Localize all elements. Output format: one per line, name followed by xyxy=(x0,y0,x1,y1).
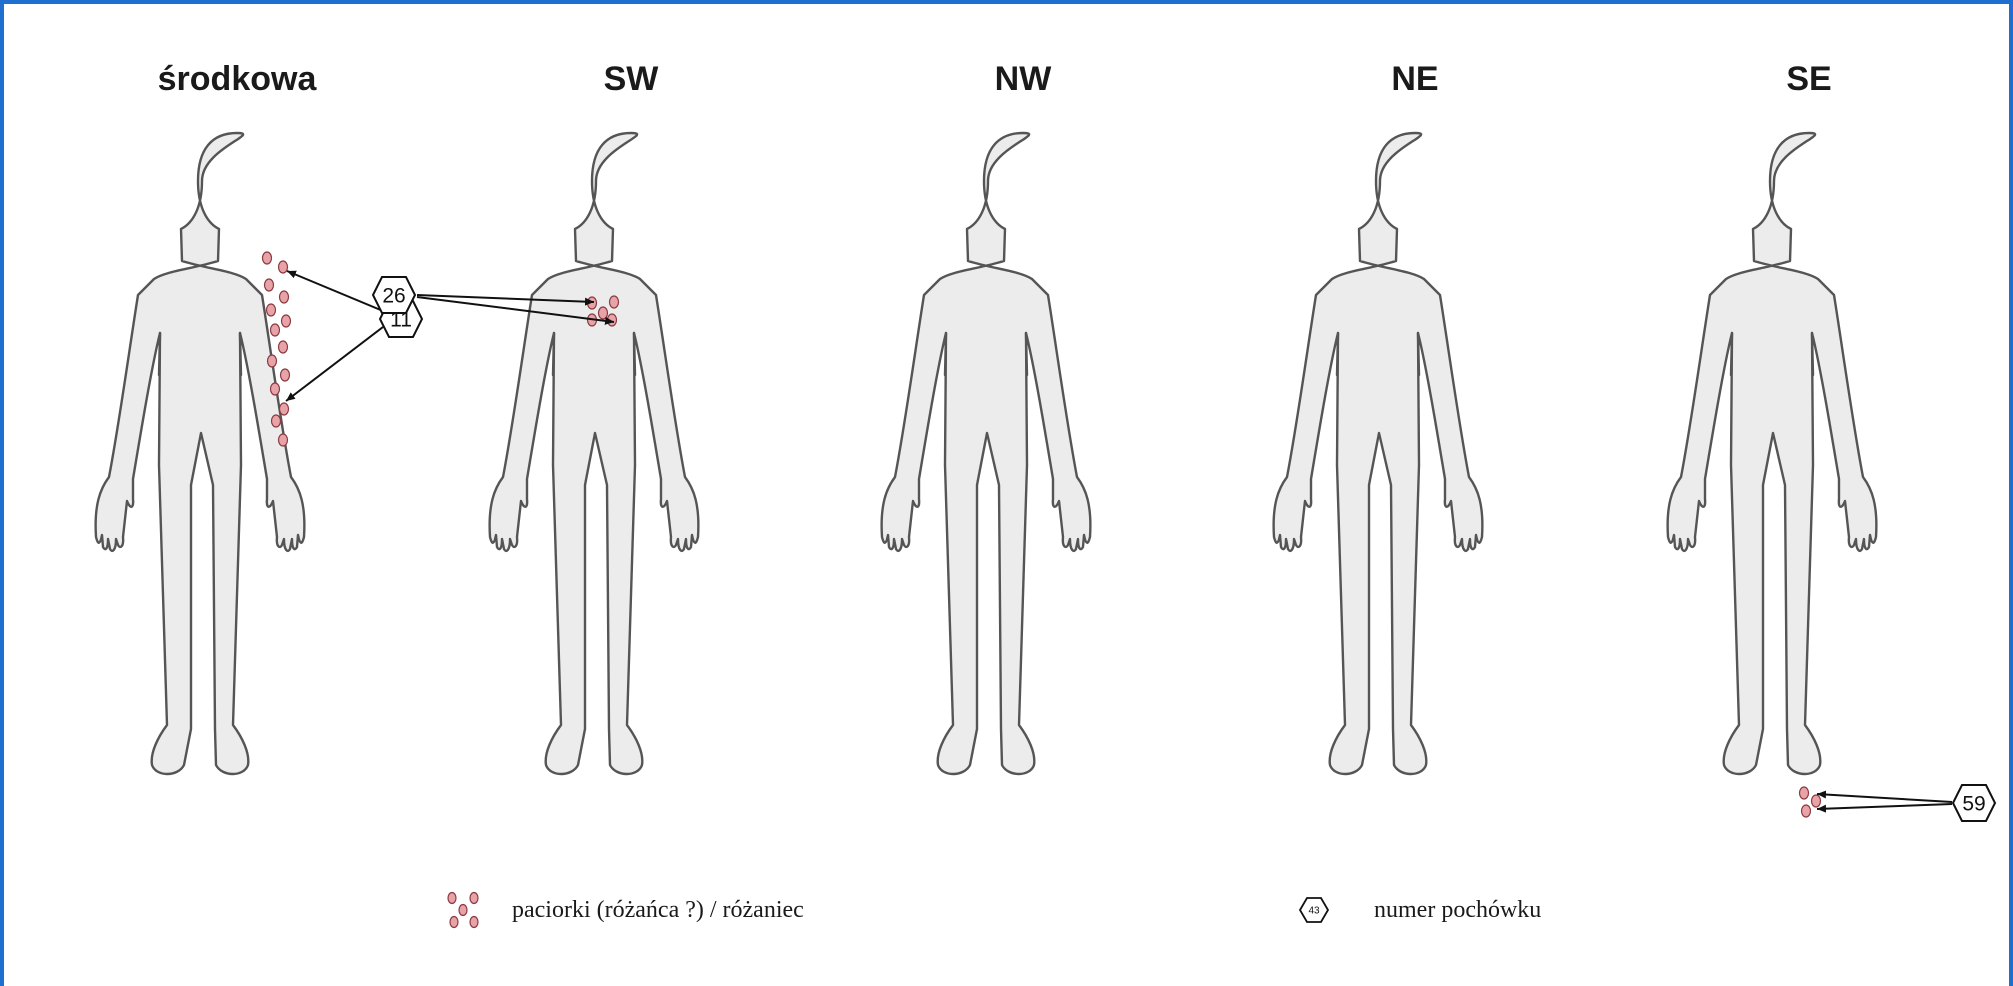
panel-srodkowa: środkowa 11 xyxy=(72,50,402,870)
hexagon-legend-icon: 43 xyxy=(1298,894,1330,926)
legend-beads-label: paciorki (różańca ?) / różaniec xyxy=(512,897,804,924)
panel-title: SE xyxy=(1644,60,1974,99)
legend-burial-number: 43 numer pochówku xyxy=(1298,890,1541,930)
panel-title: SW xyxy=(466,60,796,99)
burial-number: 59 xyxy=(1962,793,1985,816)
burial-number-hexagon: 59 xyxy=(1953,785,1995,821)
panel-se: SE 59 xyxy=(1644,50,1974,870)
bead-legend-icon xyxy=(444,890,484,930)
burial-sample-number: 43 xyxy=(1308,906,1320,917)
body-figure: 11 xyxy=(72,125,402,865)
panel-title: środkowa xyxy=(72,60,402,99)
pointer-arrow xyxy=(1817,794,1952,802)
pointer-arrow xyxy=(286,327,383,401)
bead-cluster xyxy=(1800,787,1821,817)
pointer-arrow xyxy=(1817,804,1952,809)
panel-nw: NW xyxy=(858,50,1188,870)
panel-sw: SW 26 xyxy=(466,50,796,870)
body-figure: 26 xyxy=(466,125,796,865)
legend-burial-label: numer pochówku xyxy=(1374,897,1541,924)
legend-beads: paciorki (różańca ?) / różaniec xyxy=(444,890,804,930)
body-figure xyxy=(1250,125,1580,865)
body-figure: 59 xyxy=(1644,125,1974,865)
body-figure xyxy=(858,125,1188,865)
panel-title: NW xyxy=(858,60,1188,99)
panel-title: NE xyxy=(1250,60,1580,99)
panel-ne: NE xyxy=(1250,50,1580,870)
pointer-arrow xyxy=(287,271,383,311)
burial-number-hexagon: 26 xyxy=(373,277,415,313)
burial-number: 26 xyxy=(382,285,405,308)
